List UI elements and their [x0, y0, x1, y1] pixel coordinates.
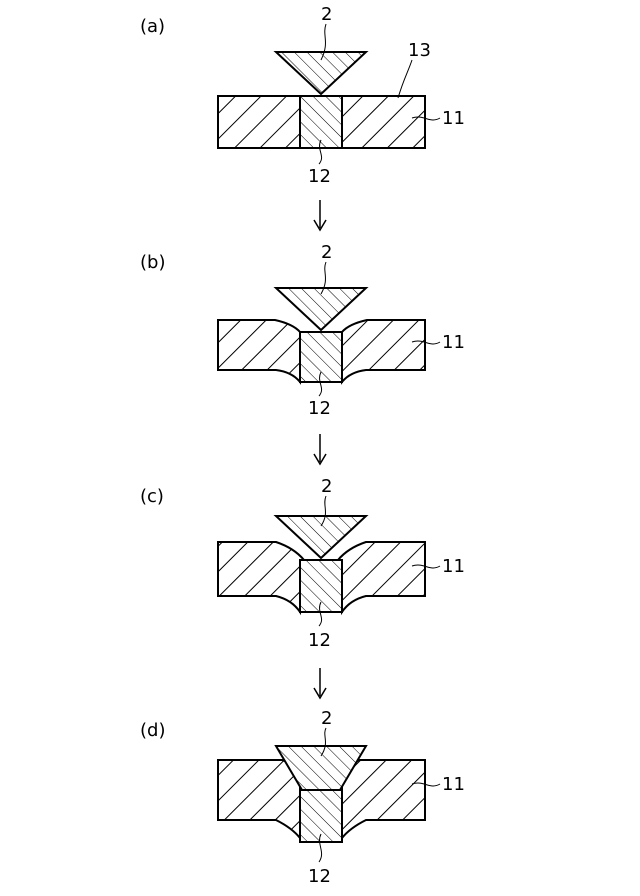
- leader-plate: [411, 340, 441, 345]
- stage-label-b: (b): [140, 252, 165, 273]
- tool-label-b: 2: [321, 242, 332, 263]
- stage-a: (a) 2 13 11 12: [140, 4, 465, 187]
- pin-label-d: 12: [308, 866, 331, 887]
- leader-surface: [397, 59, 413, 99]
- leader-tool: [320, 495, 327, 527]
- stage-label-d: (d): [140, 720, 165, 741]
- plate-right: [341, 759, 426, 841]
- pin: [299, 95, 343, 149]
- arrow-1: [313, 200, 327, 232]
- leader-plate: [411, 564, 441, 569]
- tool: [273, 287, 369, 332]
- pin-label-b: 12: [308, 398, 331, 419]
- leader-tool: [320, 261, 327, 295]
- leader-pin: [318, 601, 323, 627]
- arrow-2: [313, 434, 327, 466]
- arrow-3: [313, 668, 327, 700]
- leader-pin: [318, 371, 323, 397]
- tool: [273, 515, 369, 560]
- tool-label-c: 2: [321, 476, 332, 497]
- plate-label-b: 11: [442, 332, 465, 353]
- leader-pin: [318, 833, 323, 863]
- plate-right: [341, 95, 426, 149]
- stage-b: (b) 2 11 12: [140, 242, 465, 419]
- tool-label-a: 2: [321, 4, 332, 25]
- stage-c: (c) 2 11 12: [140, 476, 465, 651]
- plate-left: [217, 759, 301, 841]
- plate-right: [341, 319, 426, 385]
- tool: [274, 745, 368, 791]
- plate-label-d: 11: [442, 774, 465, 795]
- plate-label-c: 11: [442, 556, 465, 577]
- surface-label-a: 13: [408, 40, 431, 61]
- leader-tool: [320, 727, 327, 757]
- plate-label-a: 11: [442, 108, 465, 129]
- tool: [273, 51, 369, 96]
- leader-tool: [320, 23, 327, 61]
- plate-left: [217, 319, 301, 385]
- pin: [299, 559, 343, 613]
- plate-left: [217, 541, 307, 616]
- leader-pin: [318, 139, 323, 165]
- leader-plate: [411, 782, 441, 787]
- leader-plate: [411, 116, 441, 121]
- plate-left: [217, 95, 301, 149]
- stage-label-c: (c): [140, 486, 164, 507]
- pin-label-a: 12: [308, 166, 331, 187]
- plate-right: [335, 541, 426, 616]
- stage-label-a: (a): [140, 16, 165, 37]
- pin-label-c: 12: [308, 630, 331, 651]
- tool-label-d: 2: [321, 708, 332, 729]
- stage-d: (d) 2 11 12: [140, 708, 465, 887]
- pin: [299, 331, 343, 383]
